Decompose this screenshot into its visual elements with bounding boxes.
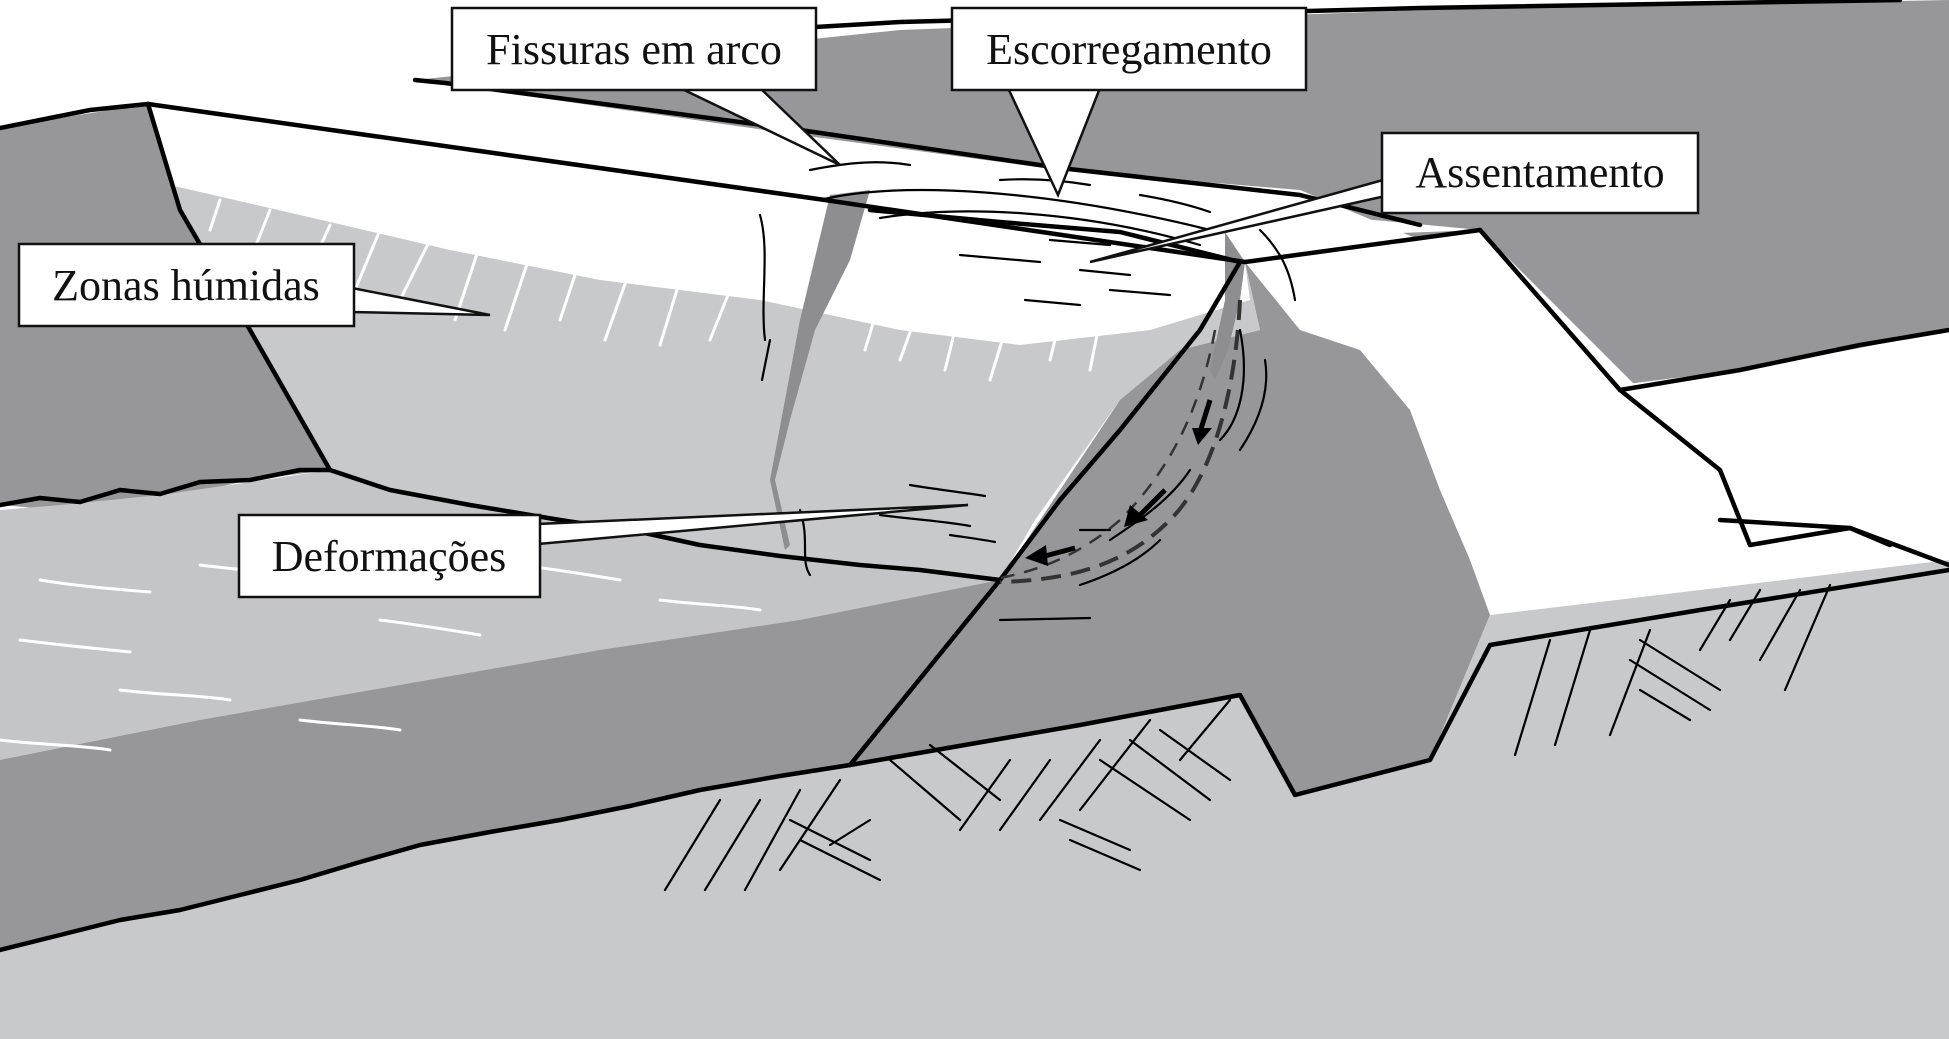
upstream-dry-band	[148, 104, 1250, 345]
arc-fissures	[758, 161, 1297, 622]
upper-hillside	[415, 0, 1949, 385]
reservoir-bank-line	[0, 762, 853, 953]
right-step-outline	[1717, 517, 1893, 548]
slip-arrow-3	[1025, 545, 1076, 566]
slip-arrow-2	[1124, 488, 1167, 527]
rock-hatching-right	[1513, 583, 1832, 757]
right-plateau	[1620, 330, 1949, 560]
label-escorregamento: Escorregamento	[986, 25, 1272, 74]
label-deformacoes: Deformações	[272, 532, 507, 581]
left-hill-top	[0, 101, 151, 131]
label-fissuras: Fissuras em arco	[486, 25, 782, 74]
slide-toe-outline	[847, 567, 1949, 798]
wet-zone-streaks	[208, 198, 1102, 382]
callout-assentamento: Assentamento	[1089, 131, 1700, 264]
slip-scarp	[847, 207, 1243, 768]
callout-fissuras: Fissuras em arco	[450, 6, 841, 167]
slide-mass	[850, 262, 1490, 795]
crest-outline-top	[145, 101, 1483, 265]
reservoir-bank	[0, 580, 1000, 950]
label-assentamento: Assentamento	[1415, 148, 1664, 197]
foreground-ground	[0, 560, 1949, 1039]
right-abutment	[1245, 230, 1949, 615]
shoreline	[0, 467, 1003, 583]
dam-crest	[148, 104, 1480, 238]
callout-zonas-humidas: Zonas húmidas	[17, 242, 491, 328]
right-plateau-edge	[1617, 327, 1949, 393]
label-zonas-humidas: Zonas húmidas	[52, 261, 320, 310]
rock-hatching-left	[663, 698, 1232, 892]
callout-escorregamento: Escorregamento	[950, 6, 1308, 199]
callout-deformacoes: Deformações	[237, 503, 969, 599]
slip-arrow-1	[1192, 399, 1213, 445]
